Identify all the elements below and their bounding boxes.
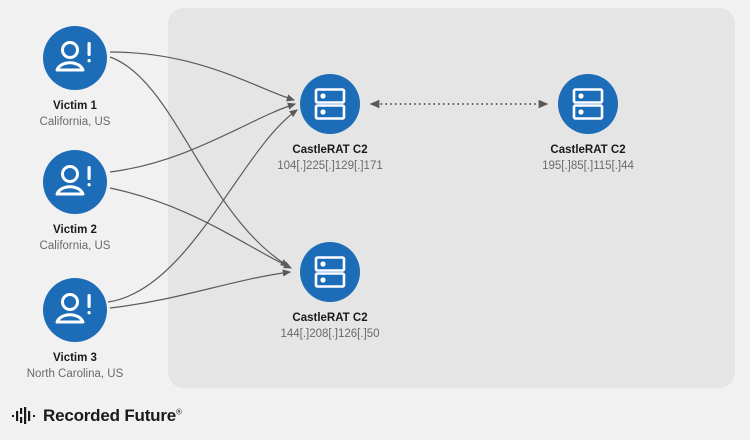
node-subtitle: 195[.]85[.]115[.]44	[542, 160, 634, 172]
diagram-panel	[168, 8, 735, 388]
victim-node-labels: Victim 1 California, US	[40, 98, 111, 130]
edge-victim2-to-c2-lower	[109, 187, 293, 269]
server-node-circle	[300, 74, 360, 134]
edge-victim1-to-c2-upper	[109, 51, 296, 102]
edge-victim3-to-c2-lower	[109, 269, 292, 309]
user-alert-icon	[55, 41, 91, 72]
server-node-labels: CastleRAT C2 195[.]85[.]115[.]44	[542, 142, 634, 174]
victim-node-circle	[43, 278, 107, 342]
node-title: CastleRAT C2	[292, 312, 368, 324]
node-subtitle: 104[.]225[.]129[.]171	[277, 160, 383, 172]
server-node-labels: CastleRAT C2 104[.]225[.]129[.]171	[277, 142, 383, 174]
user-alert-icon	[55, 165, 91, 196]
node-title: CastleRAT C2	[550, 144, 626, 156]
user-alert-icon	[55, 293, 91, 324]
node-subtitle: 144[.]208[.]126[.]50	[280, 328, 380, 340]
server-node-circle	[300, 242, 360, 302]
node-title: CastleRAT C2	[292, 144, 368, 156]
victim-node-labels: Victim 3 North Carolina, US	[27, 350, 124, 382]
edge-victim2-to-c2-upper	[109, 102, 297, 173]
node-subtitle: California, US	[39, 116, 111, 128]
recorded-future-logo: Recorded Future®	[12, 406, 182, 426]
recorded-future-bars-icon	[12, 407, 35, 424]
brand-name: Recorded Future®	[43, 406, 182, 426]
edge-victim3-to-c2-upper	[107, 109, 298, 303]
brand-name-text: Recorded Future	[43, 406, 177, 425]
registered-trademark-mark: ®	[176, 407, 182, 417]
server-node-circle	[558, 74, 618, 134]
server-icon	[572, 88, 604, 120]
edge-victim1-to-c2-lower	[109, 56, 290, 267]
victim-node-labels: Victim 2 California, US	[40, 222, 111, 254]
node-subtitle: North Carolina, US	[26, 368, 124, 380]
victim-node-circle	[43, 26, 107, 90]
node-title: Victim 1	[53, 100, 97, 112]
server-icon	[314, 88, 346, 120]
node-subtitle: California, US	[39, 240, 111, 252]
node-title: Victim 3	[53, 352, 97, 364]
server-icon	[314, 256, 346, 288]
server-node-labels: CastleRAT C2 144[.]208[.]126[.]50	[280, 310, 379, 342]
victim-node-circle	[43, 150, 107, 214]
node-title: Victim 2	[53, 224, 97, 236]
